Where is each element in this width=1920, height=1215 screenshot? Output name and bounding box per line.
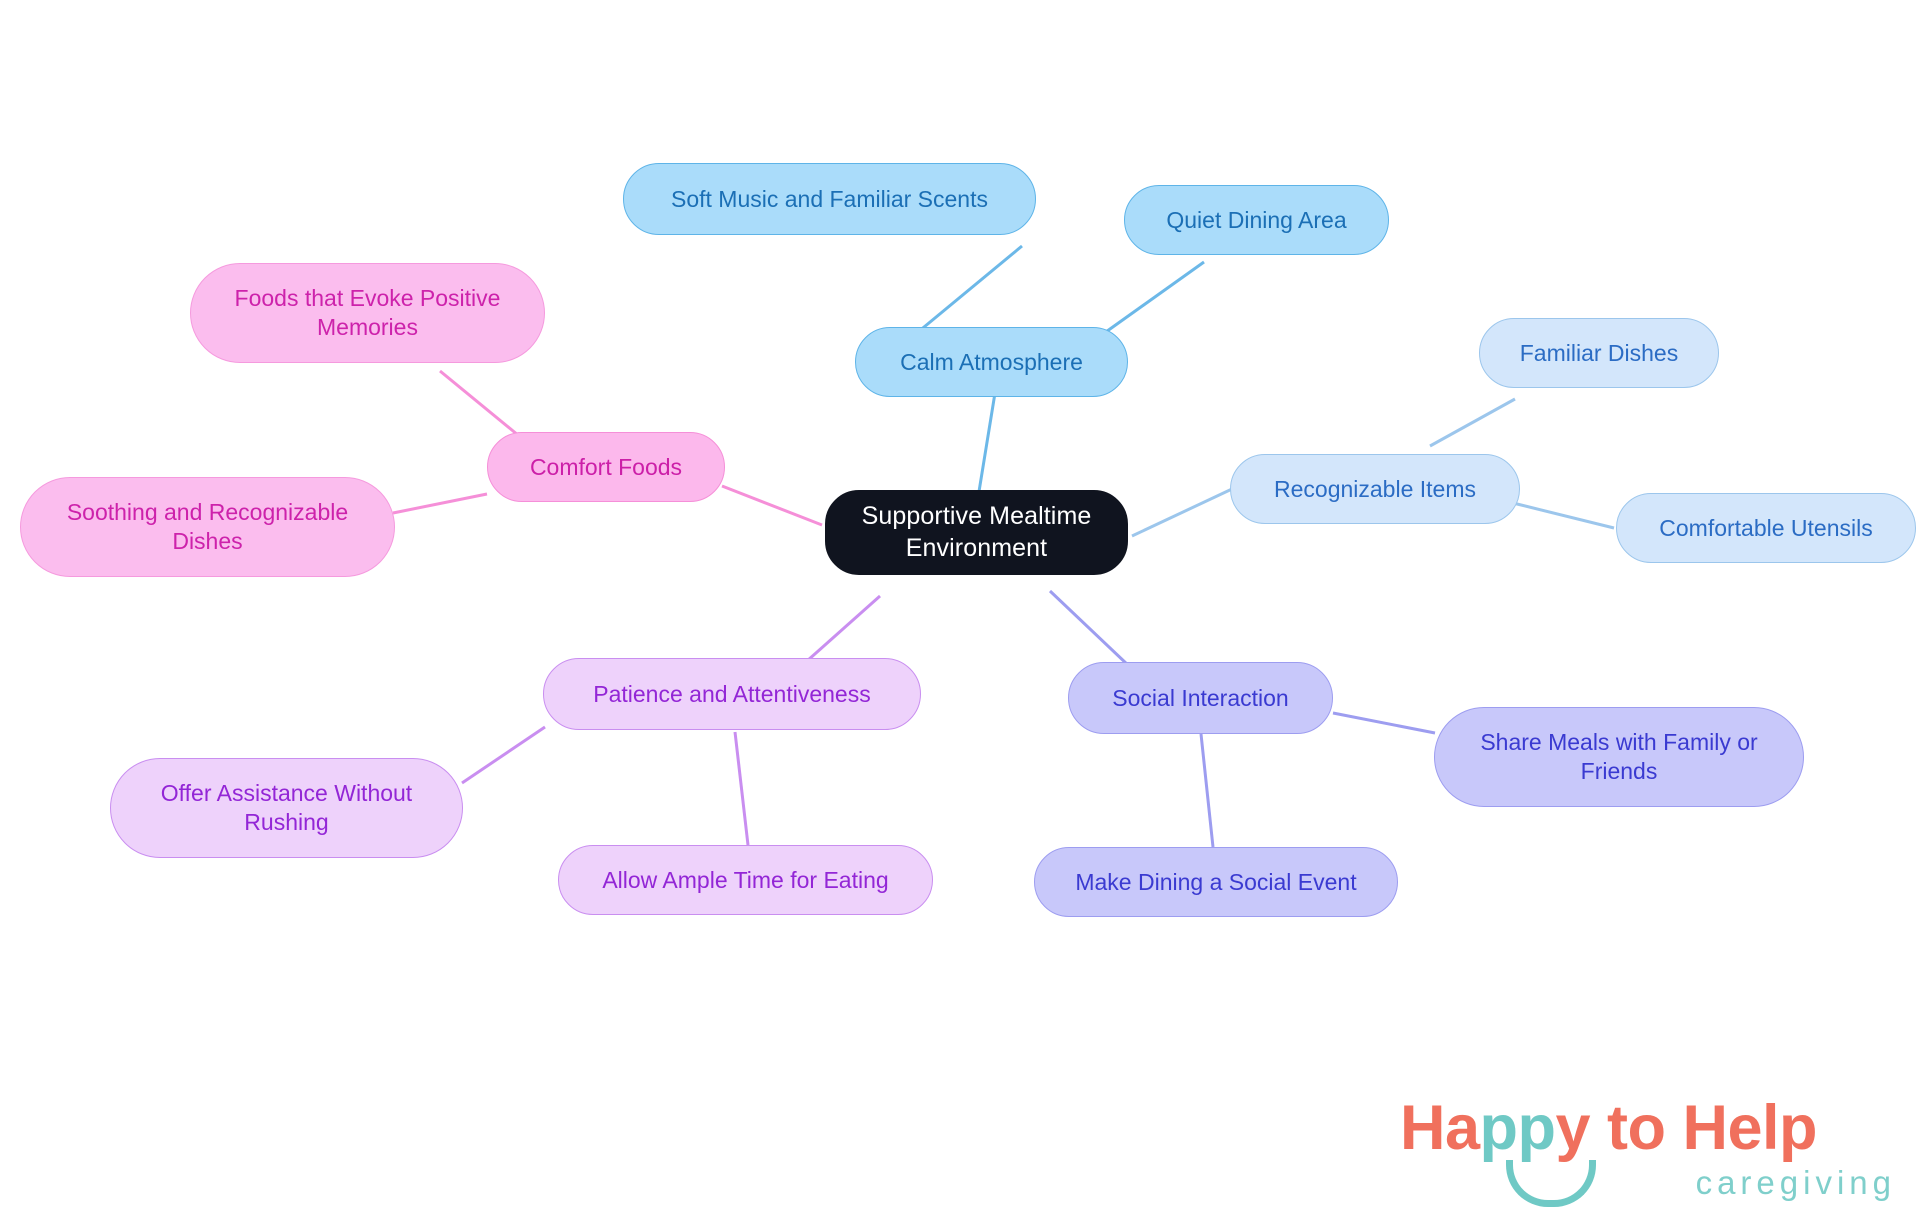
edge-patience-offer-assistance [461, 725, 546, 785]
edge-recognizable-items-comfortable-utensils [1512, 501, 1615, 530]
node-calm-atmosphere[interactable]: Calm Atmosphere [855, 327, 1128, 397]
node-root-supportive-mealtime-environment[interactable]: Supportive Mealtime Environment [825, 490, 1128, 575]
node-make-dining-a-social-event[interactable]: Make Dining a Social Event [1034, 847, 1398, 917]
edge-calm-atmosphere-soft-music [911, 244, 1023, 339]
node-quiet-dining-area[interactable]: Quiet Dining Area [1124, 185, 1389, 255]
node-foods-that-evoke-positive-memories[interactable]: Foods that Evoke Positive Memories [190, 263, 545, 363]
edge-root-comfort-foods [721, 484, 823, 527]
node-patience-and-attentiveness[interactable]: Patience and Attentiveness [543, 658, 921, 730]
edge-social-interaction-social-event [1199, 733, 1215, 848]
node-share-meals-with-family-or-friends[interactable]: Share Meals with Family or Friends [1434, 707, 1804, 807]
edge-root-recognizable-items [1131, 487, 1233, 538]
edge-patience-ample-time [733, 731, 750, 846]
node-allow-ample-time-for-eating[interactable]: Allow Ample Time for Eating [558, 845, 933, 915]
logo-word-pp: pp [1479, 1093, 1556, 1163]
edge-comfort-foods-foods-memories [439, 369, 525, 442]
edge-calm-atmosphere-quiet-dining [1102, 260, 1205, 336]
edge-recognizable-items-familiar-dishes [1429, 397, 1516, 448]
node-recognizable-items[interactable]: Recognizable Items [1230, 454, 1520, 524]
node-familiar-dishes[interactable]: Familiar Dishes [1479, 318, 1719, 388]
node-soft-music-and-familiar-scents[interactable]: Soft Music and Familiar Scents [623, 163, 1036, 235]
edge-root-social-interaction [1048, 589, 1131, 668]
node-social-interaction[interactable]: Social Interaction [1068, 662, 1333, 734]
logo-smile-icon [1506, 1160, 1596, 1207]
logo-wordmark: Happy to Help [1400, 1092, 1818, 1164]
node-comfortable-utensils[interactable]: Comfortable Utensils [1616, 493, 1916, 563]
logo-word-ha: Ha [1400, 1093, 1480, 1163]
logo-word-y-to-help: y to Help [1555, 1093, 1818, 1163]
edge-root-patience [806, 594, 881, 663]
logo-subtitle: caregiving [1695, 1164, 1896, 1201]
node-soothing-and-recognizable-dishes[interactable]: Soothing and Recognizable Dishes [20, 477, 395, 577]
edge-social-interaction-share-meals [1332, 711, 1436, 735]
node-offer-assistance-without-rushing[interactable]: Offer Assistance Without Rushing [110, 758, 463, 858]
node-comfort-foods[interactable]: Comfort Foods [487, 432, 725, 502]
happy-to-help-logo: Happy to Help caregiving [1400, 1092, 1900, 1207]
edge-comfort-foods-soothing-dishes [392, 492, 488, 515]
